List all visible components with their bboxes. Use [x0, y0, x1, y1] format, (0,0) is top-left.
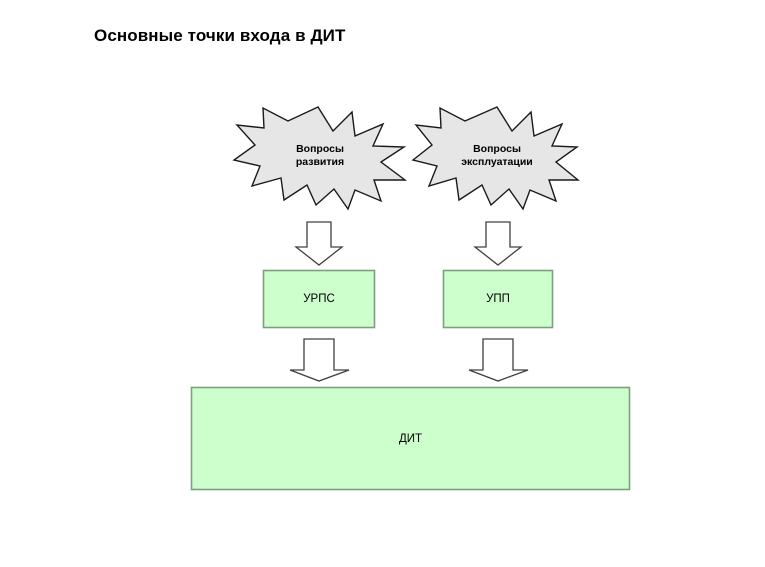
arrow-ops-to-upp-shape — [473, 221, 523, 266]
arrow-upp-to-dit-shape — [468, 338, 529, 382]
burst-development-shape — [232, 106, 408, 211]
box-upp-shape[interactable] — [442, 269, 554, 329]
arrow-dev-to-urps-shape — [294, 221, 344, 266]
burst-operation-shape — [411, 106, 580, 211]
arrow-urps-to-dit-shape — [289, 338, 350, 382]
page-title: Основные точки входа в ДИТ — [94, 26, 346, 45]
box-dit-shape[interactable] — [190, 386, 631, 491]
box-urps-shape[interactable] — [262, 269, 376, 329]
